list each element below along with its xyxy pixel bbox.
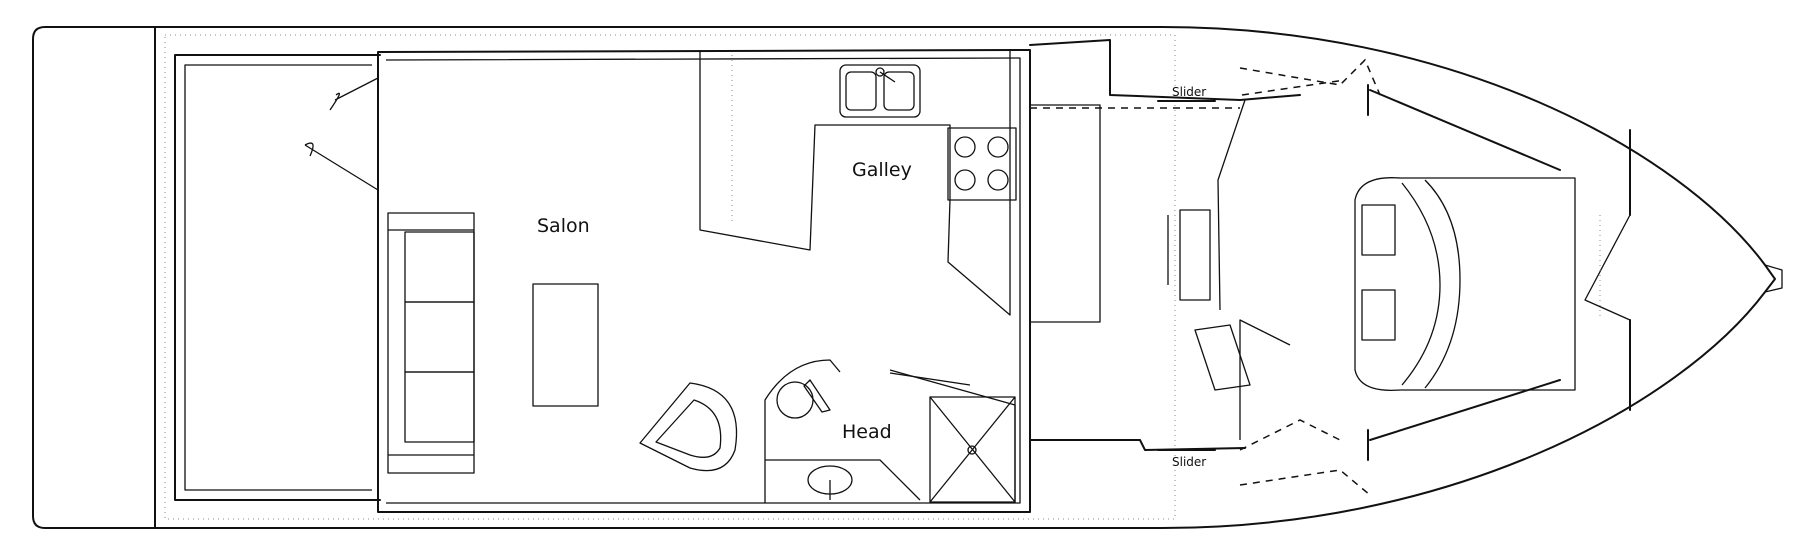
steering-console (1179, 209, 1211, 301)
helm-wall-top (1029, 39, 1301, 101)
stateroom-dashed (1239, 58, 1381, 496)
helm-bench (1030, 104, 1101, 323)
salon-door-leaf-1 (329, 77, 379, 111)
hull-outline (32, 25, 1776, 530)
vanity (765, 459, 921, 501)
shower-drain (967, 445, 977, 455)
faucet-spout (879, 71, 896, 83)
burner (987, 169, 1009, 191)
sofa-seat (404, 301, 475, 373)
stateroom-wall-top (1369, 89, 1561, 171)
toilet (776, 381, 814, 419)
burner (954, 136, 976, 158)
helm-wall-bottom (1029, 439, 1246, 451)
forepeak-door (1584, 214, 1631, 321)
head-label: Head (842, 421, 892, 443)
helm-door-top (1217, 99, 1246, 311)
cabin-inner-wall (385, 57, 1021, 504)
v-berth-curve (1401, 182, 1441, 386)
slider-top-label: Slider (1172, 85, 1206, 99)
forward-door-swing (1239, 79, 1346, 451)
salon-door-leaf-2 (304, 142, 379, 191)
sink-bowl (845, 71, 877, 111)
toilet-lid (803, 379, 831, 413)
cockpit-inner-edge (184, 64, 372, 491)
cockpit-outline (174, 54, 381, 501)
deck-dotted-edge (164, 34, 1176, 520)
v-berth-insert (1424, 179, 1461, 389)
coffee-table (532, 283, 599, 407)
galley-counter (699, 50, 1011, 316)
cabin-outer-wall (377, 49, 1031, 513)
stateroom-wall-bottom (1369, 379, 1561, 441)
sofa-seat (404, 231, 475, 303)
galley-label: Galley (852, 159, 912, 181)
shower-diag (929, 396, 1016, 503)
burner (954, 169, 976, 191)
burner (987, 136, 1009, 158)
stove (947, 127, 1017, 201)
sofa-back (387, 212, 475, 474)
pillow (1361, 204, 1396, 256)
sink-bowl (883, 71, 915, 111)
helm-seat (1194, 324, 1251, 391)
helm-door-bottom (1239, 319, 1291, 440)
armchair (639, 382, 738, 472)
pillow (1361, 289, 1396, 341)
salon-label: Salon (537, 215, 590, 237)
faucet (875, 67, 885, 77)
bow-stem (1764, 264, 1783, 293)
slider-bottom-label: Slider (1172, 455, 1206, 469)
sofa-seat (404, 371, 475, 443)
v-berth (1354, 177, 1576, 391)
sink (839, 64, 921, 118)
shower-stall (929, 396, 1016, 503)
head-door (889, 372, 971, 386)
